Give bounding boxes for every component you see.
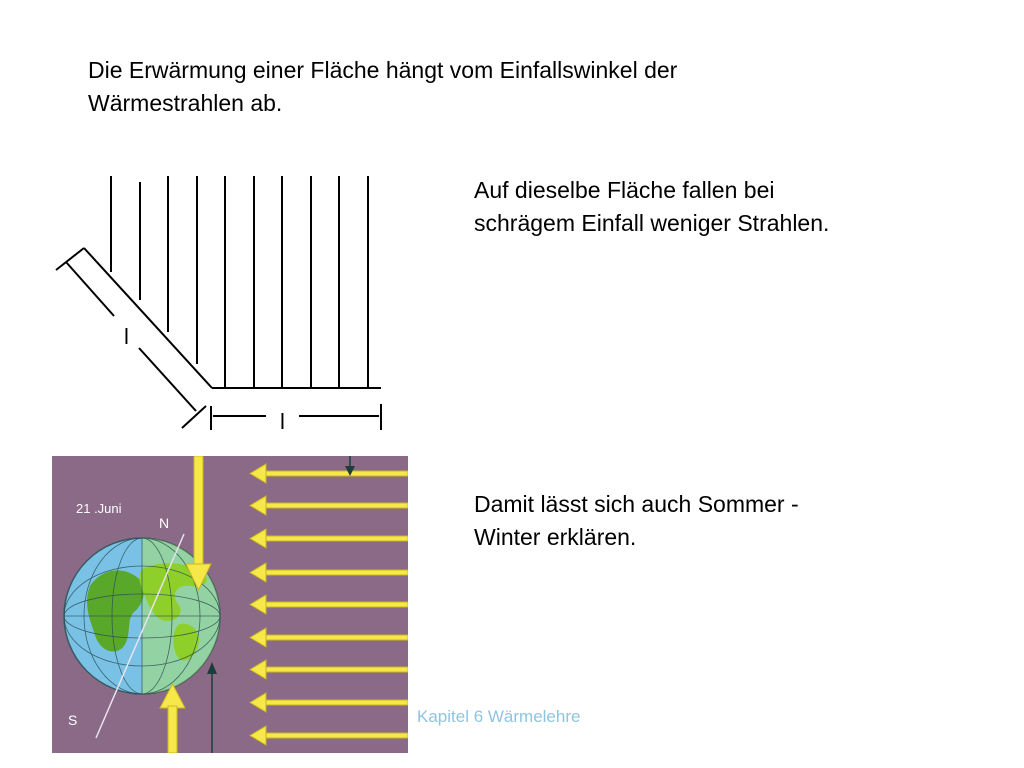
oblique-surface bbox=[83, 247, 213, 389]
sun-ray-arrow bbox=[249, 627, 408, 648]
vertical-rays bbox=[110, 176, 369, 388]
oblique-text-line-1: Auf dieselbe Fläche fallen bei bbox=[474, 177, 775, 203]
oblique-incidence-text: Auf dieselbe Fläche fallen bei schrägem … bbox=[474, 174, 994, 240]
south-label: S bbox=[68, 712, 77, 728]
sun-ray-arrow bbox=[249, 495, 408, 516]
dark-arrow-bottom bbox=[207, 662, 217, 753]
oblique-length-label: l bbox=[124, 324, 129, 349]
oblique-text-line-2: schrägem Einfall weniger Strahlen. bbox=[474, 210, 830, 236]
heading-line-2: Wärmestrahlen ab. bbox=[88, 90, 283, 116]
dark-arrow-top bbox=[345, 456, 355, 476]
heading-line-1: Die Erwärmung einer Fläche hängt vom Ein… bbox=[88, 57, 678, 83]
sun-ray-arrow bbox=[249, 725, 408, 746]
footer-chapter-label: Kapitel 6 Wärmelehre bbox=[417, 707, 581, 726]
vertical-ray-bottom bbox=[159, 682, 186, 753]
earth-solstice-illustration: 21 .Juni N S bbox=[52, 456, 408, 753]
sun-ray-arrow bbox=[249, 594, 408, 615]
earth-illustration-canvas: 21 .Juni N S bbox=[52, 456, 408, 753]
sun-ray-arrow bbox=[249, 562, 408, 583]
oblique-measure-upper bbox=[65, 261, 115, 317]
sun-ray-arrow bbox=[249, 528, 408, 549]
oblique-measure-lower bbox=[138, 347, 197, 412]
north-label: N bbox=[159, 515, 169, 531]
sun-ray-arrow bbox=[249, 659, 408, 680]
seasons-text: Damit lässt sich auch Sommer - Winter er… bbox=[474, 488, 994, 554]
sun-ray-arrow bbox=[249, 692, 408, 713]
ray-incidence-diagram: l l bbox=[55, 176, 382, 434]
seasons-text-line-2: Winter erklären. bbox=[474, 524, 637, 550]
sun-ray-arrow bbox=[249, 463, 408, 484]
horizontal-sun-rays bbox=[249, 463, 408, 746]
globe bbox=[63, 537, 221, 695]
slide-heading: Die Erwärmung einer Fläche hängt vom Ein… bbox=[88, 54, 888, 120]
date-label: 21 .Juni bbox=[76, 501, 122, 516]
earth-axis bbox=[95, 533, 185, 739]
seasons-text-line-1: Damit lässt sich auch Sommer - bbox=[474, 491, 799, 517]
oblique-measure-cap-top bbox=[55, 247, 85, 271]
oblique-measure-cap-bottom bbox=[181, 405, 207, 429]
flat-length-label: l bbox=[280, 409, 285, 434]
vertical-ray-top bbox=[185, 456, 212, 592]
